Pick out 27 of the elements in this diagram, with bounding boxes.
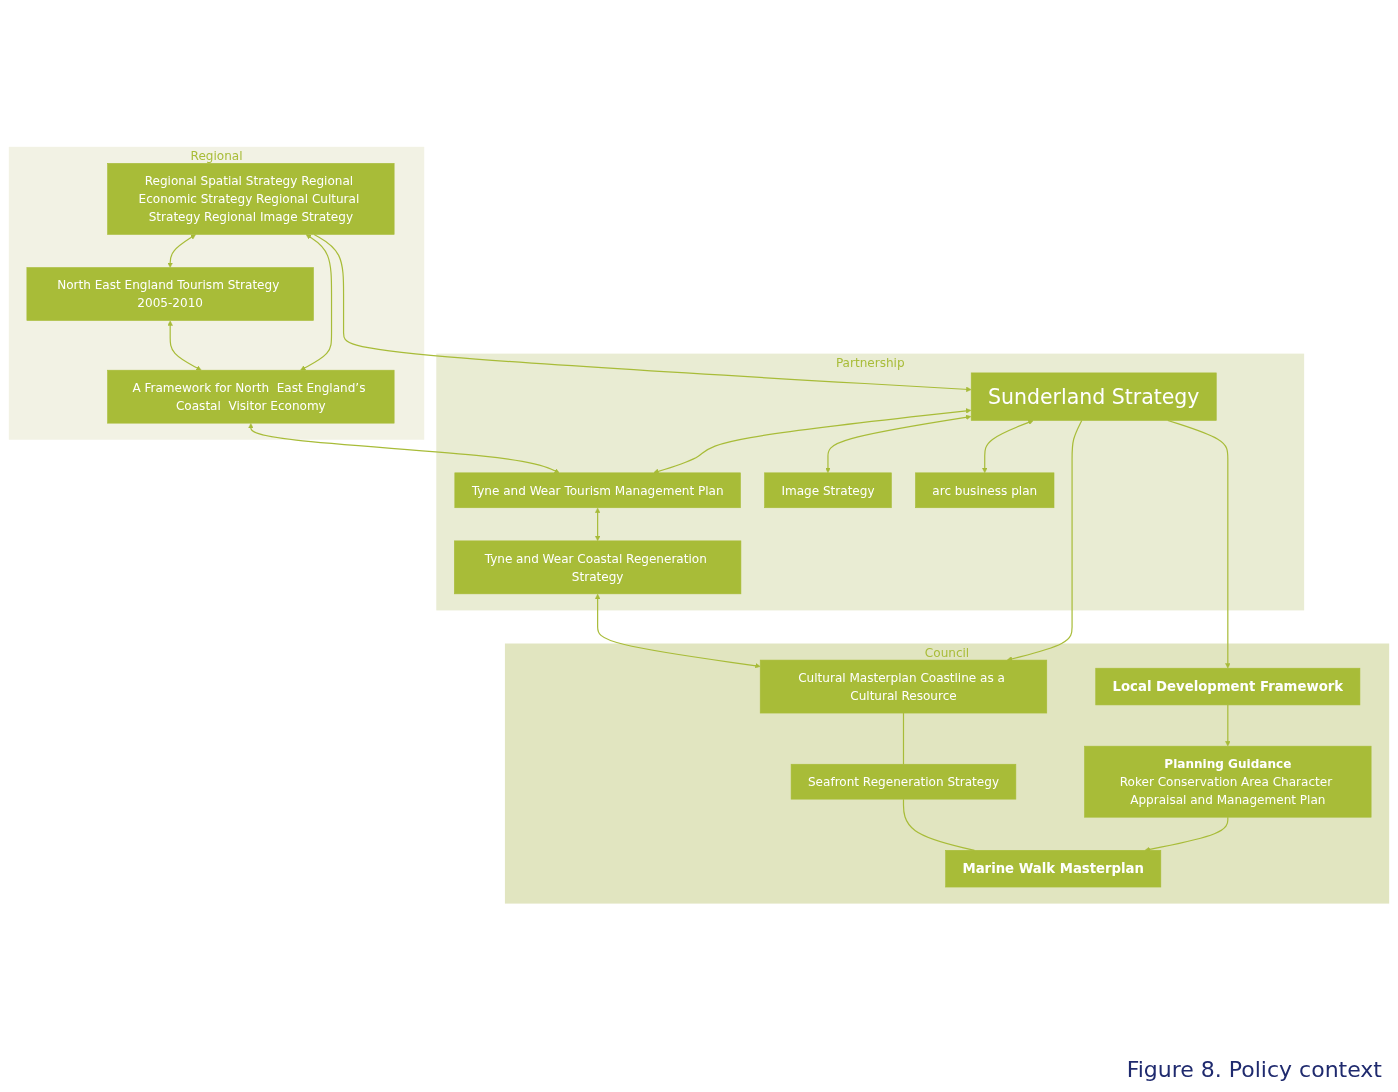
node-box: North East England Tourism Strategy 2005-2010 [26,267,314,321]
node-box: Planning Guidance Roker Conservation Area Character Appraisal and Management Plan [1084,745,1372,818]
arrow [248,422,560,474]
node-box: Image Strategy [764,472,892,508]
arrow [825,414,972,473]
node-box: Tyne and Wear Coastal Regeneration Strategy [454,540,742,594]
arrow [300,234,333,371]
node-box: Marine Walk Masterplan [945,849,1162,888]
node-box: Regional Spatial Strategy Regional Economic Strategy Regional Cultural Strategy Regional Image Strategy [107,162,395,235]
node-box: A Framework for North East England’s Coastal Visitor Economy [107,369,395,424]
node-box: arc business plan [915,472,1055,508]
connector [902,712,905,765]
arrow [595,593,761,669]
node-box: Local Development Framework [1095,667,1361,705]
figure-caption: Figure 8. Policy context [1126,1057,1382,1082]
arrow [653,408,972,474]
node-box: Tyne and Wear Tourism Management Plan [454,472,741,508]
arrow [1225,704,1231,747]
node-box: Cultural Masterplan Coastline as a Cultural Resource [759,659,1048,714]
arrow [1144,816,1229,852]
arrow [595,507,601,541]
node-box: Sunderland Strategy [970,372,1217,421]
node-box: Seafront Regeneration Strategy [790,763,1017,800]
arrow [167,320,202,371]
arrow [982,419,1034,473]
arrow [313,233,972,392]
arrow [167,234,196,268]
